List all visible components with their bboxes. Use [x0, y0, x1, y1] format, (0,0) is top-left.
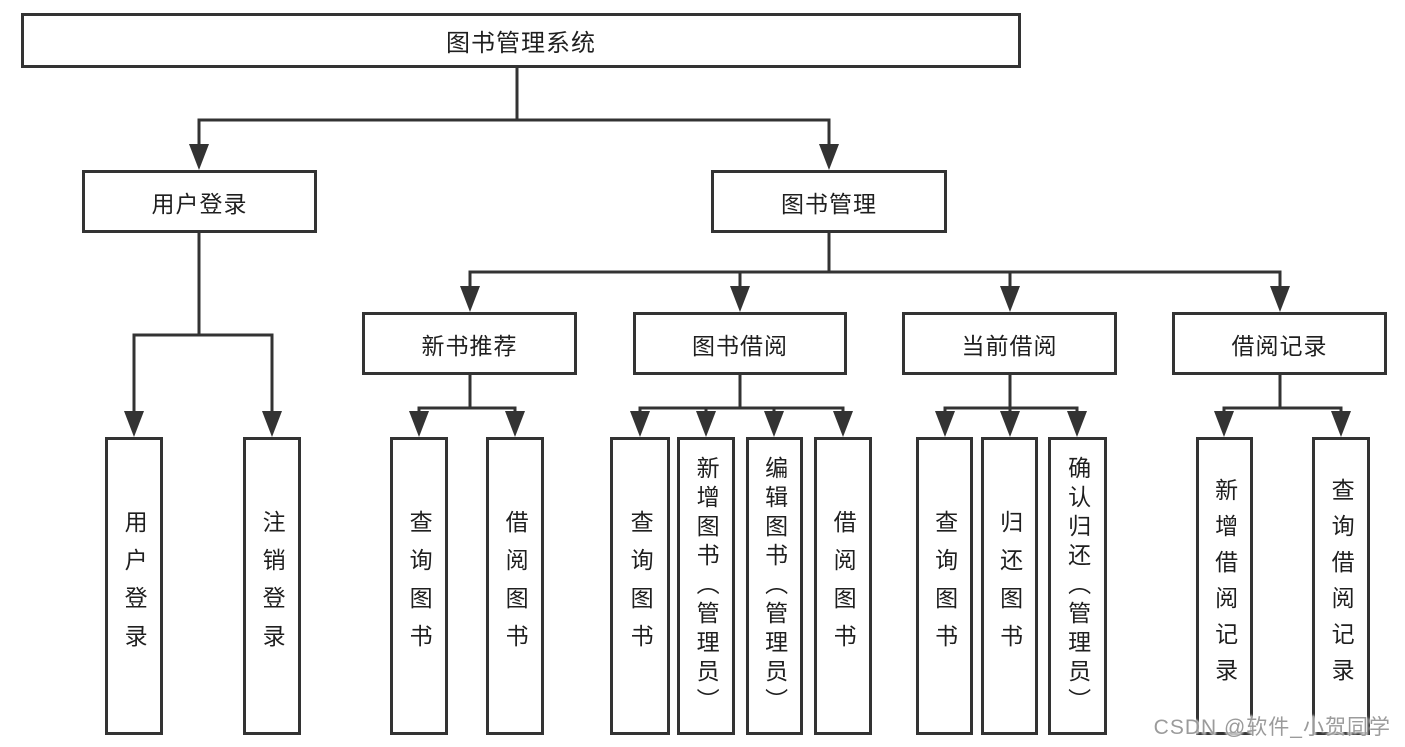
node-book-management: 图书管理 — [711, 170, 947, 233]
node-label: 用户登录 — [151, 190, 248, 217]
arrow-down-icon — [124, 411, 144, 437]
node-current-borrowing: 当前借阅 — [902, 312, 1117, 375]
arrow-down-icon — [630, 411, 650, 437]
arrow-down-icon — [833, 411, 853, 437]
node-user-login: 用户登录 — [82, 170, 317, 233]
node-label: 图书管理 — [781, 190, 877, 217]
leaf-label: 查询借阅记录 — [1328, 478, 1355, 694]
node-borrowing-records: 借阅记录 — [1172, 312, 1387, 375]
arrow-down-icon — [935, 411, 955, 437]
node-label: 图书管理系统 — [446, 30, 596, 57]
arrow-down-icon — [696, 411, 716, 437]
leaf-label: 用户登录 — [121, 510, 148, 662]
arrow-down-icon — [460, 286, 480, 312]
watermark: CSDN @软件_小贺同学 — [1153, 716, 1391, 739]
arrow-down-icon — [409, 411, 429, 437]
node-label: 图书借阅 — [692, 332, 788, 359]
arrow-down-icon — [262, 411, 282, 437]
leaf-label: 查询图书 — [627, 510, 654, 662]
leaf-label: 编辑图书（管理员） — [761, 455, 788, 717]
leaf-records-add-record: 新增借阅记录 — [1196, 437, 1253, 735]
leaf-label: 新增图书（管理员） — [693, 455, 720, 717]
leaf-borrowing-borrow-books: 借阅图书 — [814, 437, 872, 735]
node-label: 借阅记录 — [1231, 332, 1328, 359]
node-library-system: 图书管理系统 — [21, 13, 1021, 68]
arrow-down-icon — [1000, 286, 1020, 312]
arrow-down-icon — [764, 411, 784, 437]
leaf-recommend-query-books: 查询图书 — [390, 437, 448, 735]
arrow-down-icon — [1000, 411, 1020, 437]
leaf-label: 查询图书 — [931, 510, 958, 662]
node-new-book-recommend: 新书推荐 — [362, 312, 577, 375]
node-label: 新书推荐 — [421, 332, 518, 359]
arrow-down-icon — [1331, 411, 1351, 437]
arrow-down-icon — [730, 286, 750, 312]
leaf-user-login: 用户登录 — [105, 437, 163, 735]
leaf-label: 确认归还（管理员） — [1064, 455, 1091, 717]
arrow-down-icon — [189, 144, 209, 170]
leaf-logout: 注销登录 — [243, 437, 301, 735]
leaf-records-query-record: 查询借阅记录 — [1312, 437, 1370, 735]
leaf-label: 新增借阅记录 — [1211, 478, 1238, 694]
leaf-label: 查询图书 — [406, 510, 433, 662]
node-label: 当前借阅 — [961, 332, 1058, 359]
leaf-current-confirm-return-admin: 确认归还（管理员） — [1048, 437, 1107, 735]
leaf-label: 注销登录 — [259, 510, 286, 662]
arrow-down-icon — [505, 411, 525, 437]
arrow-down-icon — [1067, 411, 1087, 437]
arrow-down-icon — [1270, 286, 1290, 312]
leaf-label: 借阅图书 — [830, 510, 857, 662]
arrow-down-icon — [819, 144, 839, 170]
leaf-current-return-books: 归还图书 — [981, 437, 1038, 735]
leaf-borrowing-edit-books-admin: 编辑图书（管理员） — [746, 437, 803, 735]
leaf-recommend-borrow-books: 借阅图书 — [486, 437, 544, 735]
leaf-borrowing-query-books: 查询图书 — [610, 437, 670, 735]
leaf-label: 借阅图书 — [502, 510, 529, 662]
node-book-borrowing: 图书借阅 — [633, 312, 847, 375]
leaf-borrowing-add-books-admin: 新增图书（管理员） — [677, 437, 735, 735]
leaf-current-query-books: 查询图书 — [916, 437, 973, 735]
leaf-label: 归还图书 — [996, 510, 1023, 662]
arrow-down-icon — [1214, 411, 1234, 437]
